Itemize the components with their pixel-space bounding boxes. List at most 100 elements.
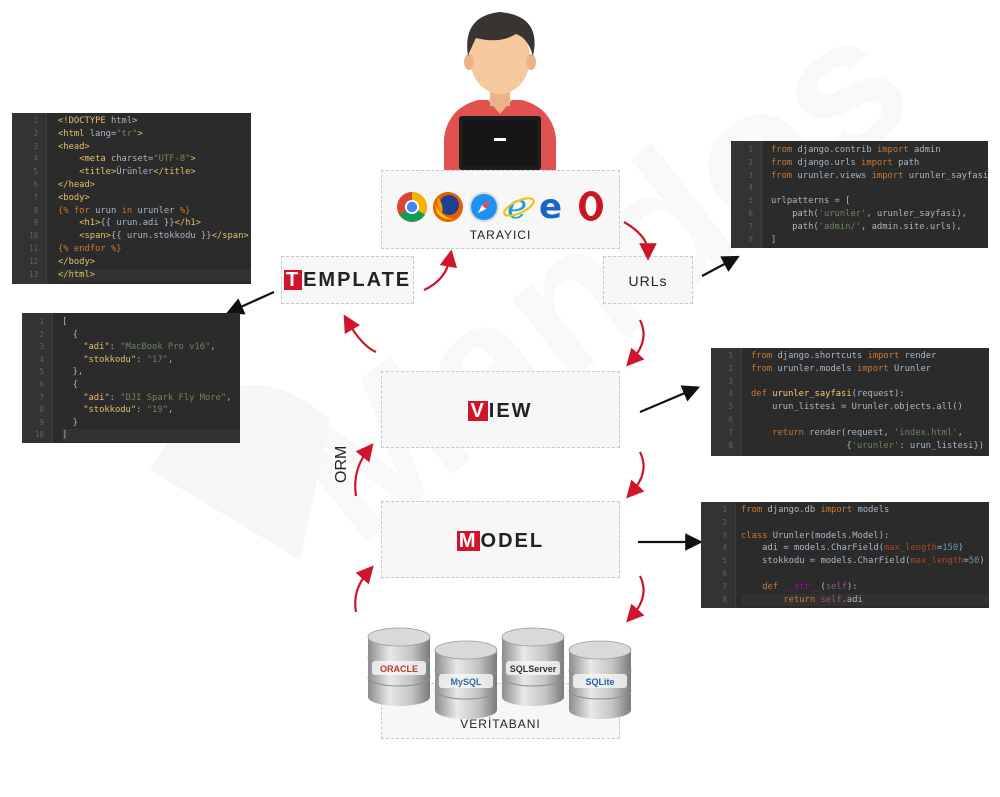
line-number: 1 [39, 317, 44, 326]
code-line: from django.contrib import admin [771, 145, 941, 155]
line-number: 5 [722, 556, 727, 566]
code-line: } [62, 417, 78, 428]
line-number: 6 [722, 569, 727, 578]
code-line: <html lang="tr"> [58, 128, 143, 139]
code-line: "adi": "MacBook Pro v16", [83, 342, 216, 353]
code-line: {% for urun in urunler %} [58, 205, 191, 216]
line-number: 3 [722, 530, 727, 540]
line-number: 6 [748, 209, 753, 218]
line-number: 7 [728, 427, 733, 437]
code-line: adi = models.CharField(max_length=150) [741, 543, 964, 554]
line-number: 3 [39, 342, 44, 352]
code-line: path('admin/', admin.site.urls), [771, 221, 962, 232]
line-number: 6 [39, 380, 44, 389]
code-line: </head> [58, 180, 96, 190]
code-line: return self.adi [741, 593, 989, 607]
database-name: SQLServer [510, 664, 557, 674]
urls-box: URLs [603, 256, 693, 304]
line-number: 8 [33, 205, 38, 215]
arrow-view-to-model [626, 451, 645, 499]
code-line: <h1>{{ urun.adi }}</h1> [79, 218, 202, 229]
code-line: <meta charset="UTF-8"> [79, 154, 196, 165]
line-number: 2 [33, 128, 38, 138]
model-label-rest: ODEL [480, 530, 545, 552]
line-number: 5 [748, 196, 753, 206]
line-number: 5 [33, 167, 38, 177]
code-line: path('urunler', urunler_sayfasi), [771, 209, 967, 219]
line-number: 4 [722, 543, 727, 553]
arrow-template-to-browser [423, 249, 458, 292]
code-line: ] [771, 234, 777, 245]
opera-icon [579, 191, 603, 221]
arrow-view-to-code [639, 385, 701, 414]
code-line: </body> [58, 256, 96, 267]
oracle-db-icon: ORACLE [367, 627, 431, 706]
code-line: from urunler.views import urunler_sayfas… [771, 170, 988, 181]
chrome-icon [397, 192, 428, 222]
code-line: urlpatterns = [ [771, 196, 851, 207]
arrow-db-to-model [354, 565, 374, 613]
arrow-urls-to-view [626, 319, 645, 367]
arrow-browser-to-urls [623, 221, 657, 261]
code-line: <!DOCTYPE html> [58, 116, 138, 126]
line-number: 2 [728, 363, 733, 373]
json-data-code-panel: 1[2 {3 "adi": "MacBook Pro v16",4 "stokk… [22, 313, 240, 443]
line-gutter [731, 141, 762, 248]
code-line: { [62, 380, 78, 390]
arrow-urls-to-code [701, 255, 740, 277]
line-number: 11 [28, 244, 38, 253]
code-line: <head> [58, 141, 90, 152]
view-label-rest: IEW [488, 400, 533, 422]
line-number: 1 [728, 351, 733, 360]
line-number: 7 [748, 221, 753, 231]
code-line: "stokkodu": "17", [83, 354, 174, 365]
line-number: 4 [748, 183, 753, 193]
line-number: 3 [728, 376, 733, 386]
arrow-template-to-json [225, 290, 275, 315]
code-line: <title>Ürünler</title> [79, 167, 196, 178]
line-number: 1 [748, 145, 753, 154]
code-line: }, [62, 367, 84, 378]
view-label-cap: V [468, 400, 488, 422]
sqlite-db-icon: SQLite [568, 640, 632, 719]
sqlserver-db-icon: SQLServer [501, 627, 565, 706]
line-number: 9 [39, 417, 44, 427]
person-with-laptop-icon [444, 12, 556, 170]
code-line: class Urunler(models.Model): [741, 530, 890, 541]
html-template-code-panel: 1<!DOCTYPE html>2<html lang="tr">3<head>… [12, 113, 251, 284]
line-number: 8 [748, 234, 753, 244]
firefox-icon [433, 192, 463, 222]
template-label-cap: T [283, 269, 303, 291]
line-number: 8 [722, 594, 727, 604]
code-line: return render(request, 'index.html', [772, 427, 963, 438]
code-line: from django.db import models [741, 505, 890, 515]
code-line: from django.urls import path [771, 157, 920, 168]
line-number: 10 [34, 430, 44, 440]
code-line: <span>{{ urun.stokkodu }}</span> [79, 231, 249, 242]
mysql-db-icon: MySQL [434, 640, 498, 719]
browser-icons: e e [396, 189, 608, 223]
line-number: 1 [722, 505, 727, 514]
code-line: </html> [58, 268, 251, 282]
code-line: def urunler_sayfasi(request): [751, 389, 905, 400]
line-number: 4 [39, 354, 44, 364]
line-number: 2 [748, 157, 753, 167]
database-name: ORACLE [380, 664, 418, 674]
edge-icon: e [539, 190, 562, 222]
line-gutter [711, 348, 742, 456]
browser-box: e e TARAYICI [381, 170, 620, 249]
line-number: 4 [728, 389, 733, 399]
code-line: <body> [58, 192, 90, 203]
code-line: def __str__(self): [762, 581, 858, 592]
code-line: {'urunler': urun_listesi}) [751, 440, 985, 451]
internet-explorer-icon: e [503, 189, 535, 223]
line-number: 13 [28, 269, 38, 279]
code-line: from urunler.models import Urunler [751, 363, 932, 374]
code-line: "stokkodu": "19", [83, 405, 174, 416]
